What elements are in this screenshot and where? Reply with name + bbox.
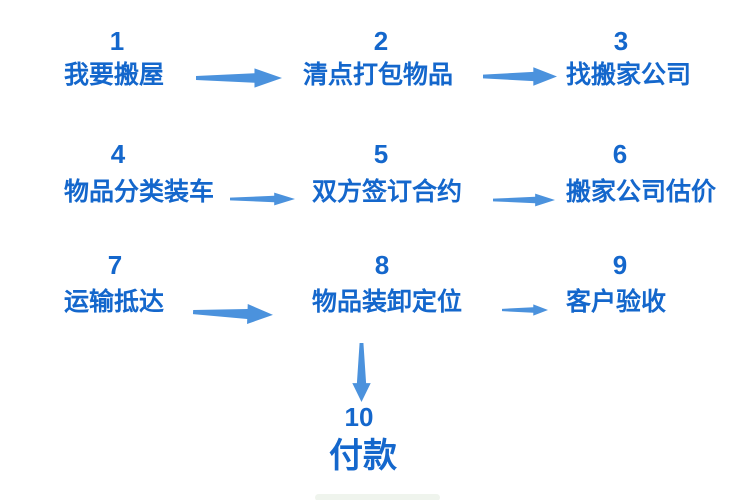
step-number-3: 3 [613,26,629,56]
step-number-7: 7 [107,250,123,280]
step-label-2: 清点打包物品 [303,61,454,89]
step-number-1: 1 [109,26,125,56]
step-number-5: 5 [373,139,389,169]
step-label-6: 搬家公司估价 [566,178,717,206]
step-label-1: 我要搬屋 [64,61,165,89]
step-number-2: 2 [373,26,389,56]
step-label-10: 付款 [329,437,397,475]
arrow-4-5-icon [230,191,295,207]
step-number-9: 9 [612,250,628,280]
arrow-1-2-icon [196,66,282,90]
step-number-4: 4 [110,139,126,169]
step-label-4: 物品分类装车 [64,178,215,206]
arrow-7-8-icon [192,300,274,328]
step-number-10: 10 [344,402,374,432]
arrow-5-6-icon [493,192,555,208]
step-number-8: 8 [374,250,390,280]
step-label-9: 客户验收 [566,288,667,316]
step-label-7: 运输抵达 [64,288,165,316]
step-label-8: 物品装卸定位 [312,288,463,316]
arrow-down-8-10-icon [350,343,373,402]
step-label-3: 找搬家公司 [566,61,692,89]
arrow-8-9-icon [502,303,548,317]
arrow-2-3-icon [483,65,557,88]
step-label-5: 双方签订合约 [312,178,463,206]
cropped-bottom-element [315,494,440,500]
step-number-6: 6 [612,139,628,169]
